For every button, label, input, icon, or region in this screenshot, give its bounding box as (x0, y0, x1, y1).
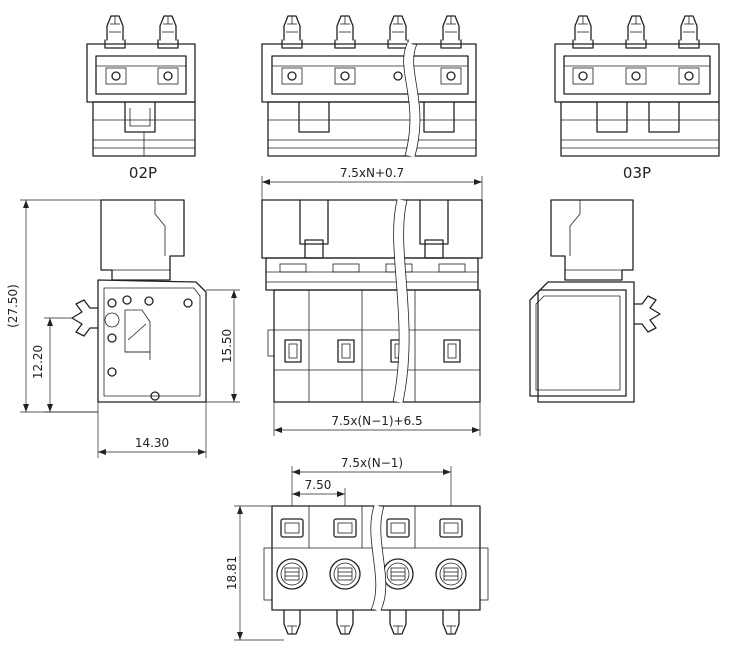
dim-pitch: 7.50 (292, 478, 346, 506)
view-02p (86, 15, 196, 157)
dim-label-height-pin: 12.20 (31, 345, 45, 379)
dim-total-width: 7.5xN+0.7 (261, 166, 483, 200)
view-03p (554, 15, 720, 157)
dim-label-height-overall: (27.50) (6, 284, 20, 328)
dim-height-pin: 12.20 (31, 317, 98, 413)
dim-height-body: 15.50 (206, 289, 240, 403)
dim-height-bottom: 18.81 (225, 505, 284, 641)
dim-label-height-bottom: 18.81 (225, 556, 239, 590)
dim-body-width: 7.5x(N−1)+6.5 (273, 402, 481, 436)
dim-label-pitch: 7.50 (305, 478, 332, 492)
label-02p: 02P (129, 164, 157, 182)
view-front (261, 198, 483, 403)
dim-label-body-width: 7.5x(N−1)+6.5 (331, 414, 422, 428)
dim-pitch-total: 7.5x(N−1) (291, 456, 452, 506)
view-bottom (263, 504, 489, 635)
dim-label-total-width: 7.5xN+0.7 (340, 166, 404, 180)
label-03p: 03P (623, 164, 651, 182)
dim-height-overall: (27.50) (6, 199, 101, 413)
dim-label-depth: 14.30 (135, 436, 169, 450)
dim-label-pitch-total: 7.5x(N−1) (341, 456, 403, 470)
view-side-right (529, 199, 661, 403)
view-n-pole-top (261, 15, 477, 158)
dim-depth: 14.30 (97, 402, 207, 458)
dim-label-height-body: 15.50 (220, 329, 234, 363)
view-side-left (71, 199, 207, 403)
